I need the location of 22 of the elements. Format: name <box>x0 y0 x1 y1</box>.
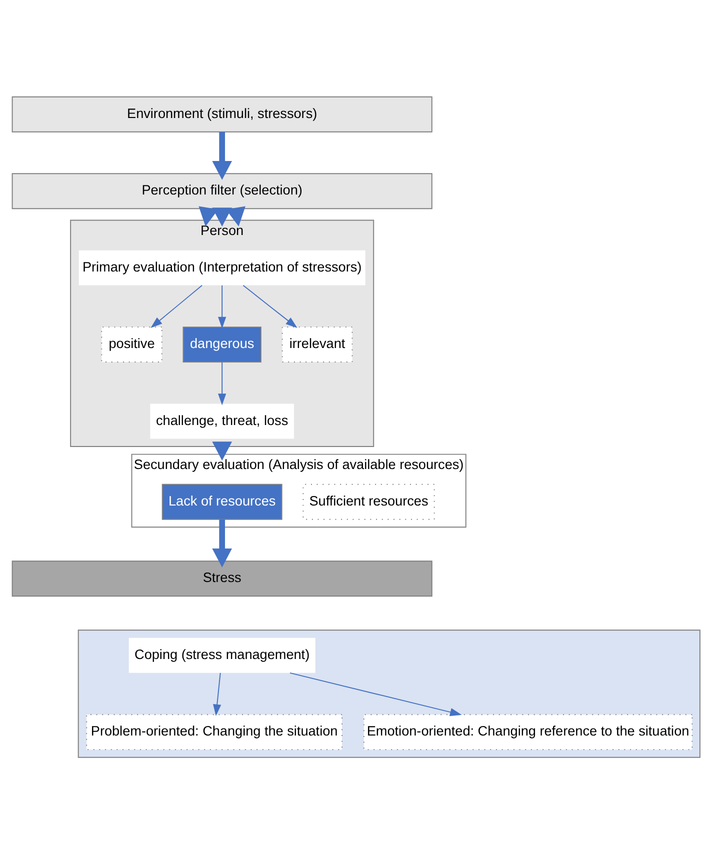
arrow <box>212 518 232 567</box>
node-box: Problem-oriented: Changing the situation <box>86 714 343 750</box>
cluster <box>78 629 700 758</box>
node-box: challenge, threat, loss <box>150 403 294 438</box>
arrow <box>212 441 232 460</box>
arrow <box>218 361 226 405</box>
node-box: irrelevant <box>282 326 353 362</box>
node-box: Lack of resources <box>162 483 282 520</box>
node-box: dangerous <box>182 326 262 362</box>
node-box: Primary evaluation (Interpretation of stressors) <box>78 250 366 285</box>
arrow <box>242 284 298 328</box>
node-box: Coping (stress management) <box>128 637 316 672</box>
node-box: Stress <box>12 560 432 596</box>
arrow <box>213 672 222 716</box>
arrow <box>218 284 226 328</box>
arrow <box>212 131 232 180</box>
arrow <box>290 672 462 716</box>
node-box: positive <box>101 326 162 362</box>
node-box: Emotion-oriented: Changing reference to the situation <box>363 714 693 750</box>
arrow <box>150 284 203 328</box>
node-box: Sufficient resources <box>302 483 435 520</box>
node-box: Environment (stimuli, stressors) <box>12 96 432 132</box>
